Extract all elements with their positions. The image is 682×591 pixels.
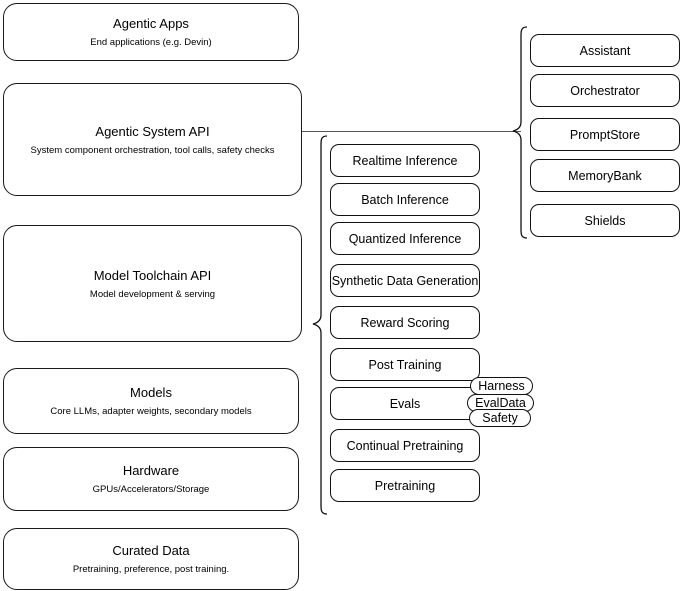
- toolchain-component-post-training[interactable]: Post Training: [330, 348, 480, 381]
- brace-model-toolchain: [312, 135, 328, 515]
- component-label: Continual Pretraining: [346, 438, 464, 453]
- stack-layer-curated-data[interactable]: Curated Data Pretraining, preference, po…: [3, 528, 299, 590]
- badge-label: Safety: [482, 410, 518, 425]
- agentic-component-promptstore[interactable]: PromptStore: [530, 118, 680, 151]
- stack-layer-subtitle: End applications (e.g. Devin): [90, 37, 212, 48]
- stack-layer-title: Curated Data: [112, 543, 190, 558]
- stack-layer-models[interactable]: Models Core LLMs, adapter weights, secon…: [3, 368, 299, 434]
- stack-layer-subtitle: Pretraining, preference, post training.: [72, 564, 230, 575]
- eval-badge-harness[interactable]: Harness: [470, 377, 533, 395]
- stack-layer-subtitle: GPUs/Accelerators/Storage: [92, 484, 210, 495]
- agentic-component-orchestrator[interactable]: Orchestrator: [530, 74, 680, 107]
- stack-layer-title: Agentic Apps: [113, 16, 189, 31]
- component-label: Reward Scoring: [360, 315, 450, 330]
- stack-layer-title: Models: [130, 385, 172, 400]
- stack-layer-subtitle: System component orchestration, tool cal…: [30, 144, 275, 156]
- badge-label: EvalData: [475, 395, 526, 410]
- stack-layer-subtitle: Core LLMs, adapter weights, secondary mo…: [50, 406, 252, 417]
- component-label: Pretraining: [374, 478, 436, 493]
- component-label: Synthetic Data Generation: [331, 273, 479, 288]
- stack-layer-hardware[interactable]: Hardware GPUs/Accelerators/Storage: [3, 447, 299, 511]
- eval-badge-safety[interactable]: Safety: [469, 409, 531, 427]
- brace-agentic-system: [512, 26, 528, 239]
- stack-layer-title: Hardware: [122, 463, 180, 478]
- toolchain-component-realtime-inference[interactable]: Realtime Inference: [330, 144, 480, 177]
- component-label: Assistant: [579, 43, 631, 58]
- agentic-component-shields[interactable]: Shields: [530, 204, 680, 237]
- stack-layer-agentic-apps[interactable]: Agentic Apps End applications (e.g. Devi…: [3, 3, 299, 61]
- component-label: Shields: [584, 213, 626, 228]
- stack-layer-title: Agentic System API: [95, 123, 210, 139]
- component-label: Orchestrator: [570, 83, 640, 98]
- component-label: Realtime Inference: [352, 153, 458, 168]
- toolchain-component-continual-pretraining[interactable]: Continual Pretraining: [330, 429, 480, 462]
- toolchain-component-reward-scoring[interactable]: Reward Scoring: [330, 306, 480, 339]
- badge-label: Harness: [478, 378, 525, 393]
- connector-agentic-system-api-to-components: [302, 131, 521, 133]
- component-label: Evals: [389, 396, 421, 411]
- component-label: Batch Inference: [361, 192, 449, 207]
- component-label: Quantized Inference: [348, 231, 462, 246]
- stack-layer-subtitle: Model development & serving: [89, 288, 216, 300]
- stack-layer-title: Model Toolchain API: [93, 267, 212, 283]
- toolchain-component-pretraining[interactable]: Pretraining: [330, 469, 480, 502]
- stack-layer-model-toolchain-api[interactable]: Model Toolchain API Model development & …: [3, 225, 302, 342]
- toolchain-component-batch-inference[interactable]: Batch Inference: [330, 183, 480, 216]
- component-label: MemoryBank: [568, 168, 642, 183]
- toolchain-component-synthetic-data-generation[interactable]: Synthetic Data Generation: [330, 264, 480, 297]
- agentic-component-memorybank[interactable]: MemoryBank: [530, 159, 680, 192]
- toolchain-component-quantized-inference[interactable]: Quantized Inference: [330, 222, 480, 255]
- component-label: Post Training: [368, 357, 442, 372]
- toolchain-component-evals[interactable]: Evals: [330, 387, 480, 420]
- agentic-component-assistant[interactable]: Assistant: [530, 34, 680, 67]
- component-label: PromptStore: [569, 127, 641, 142]
- stack-layer-agentic-system-api[interactable]: Agentic System API System component orch…: [3, 83, 302, 196]
